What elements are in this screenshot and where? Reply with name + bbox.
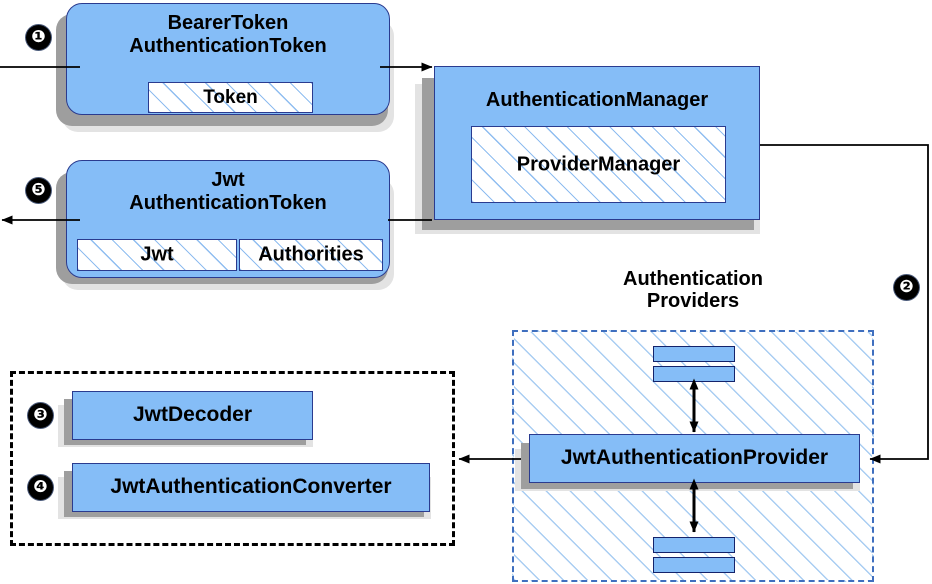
token-subbox[interactable]: Token: [148, 82, 313, 113]
step-badge-2: ❷: [894, 275, 919, 300]
jwt-authentication-converter-label: JwtAuthenticationConverter: [110, 475, 392, 498]
provider-stack-bar-bottom-2: [653, 557, 735, 573]
step-badge-4: ❹: [28, 475, 53, 500]
provider-stack-bar-bottom-1: [653, 537, 735, 553]
step-badge-1: ❶: [26, 25, 51, 50]
jwt-authentication-token-title: Jwt AuthenticationToken: [129, 169, 327, 214]
jwt-authentication-converter-card[interactable]: JwtAuthenticationConverter: [72, 463, 430, 512]
step-badge-3: ❸: [28, 403, 53, 428]
token-subbox-label: Token: [203, 86, 258, 108]
jwt-decoder-label: JwtDecoder: [132, 403, 253, 426]
jwt-subbox-label: Jwt: [140, 243, 174, 266]
jwt-authentication-provider-label: JwtAuthenticationProvider: [560, 446, 829, 469]
bearer-token-title: BearerToken AuthenticationToken: [129, 12, 327, 57]
authorities-subbox[interactable]: Authorities: [239, 239, 383, 271]
jwt-authentication-provider-card[interactable]: JwtAuthenticationProvider: [529, 434, 860, 483]
provider-stack-bar-top-2: [653, 366, 735, 382]
provider-stack-bar-top-1: [653, 346, 735, 362]
jwt-subbox[interactable]: Jwt: [77, 239, 237, 271]
jwt-support-beans-group: [10, 371, 455, 546]
provider-manager-subbox[interactable]: ProviderManager: [471, 126, 726, 203]
step-badge-5: ❺: [26, 178, 51, 203]
jwt-decoder-card[interactable]: JwtDecoder: [72, 391, 313, 440]
authentication-providers-label: Authentication Providers: [623, 268, 763, 313]
authorities-subbox-label: Authorities: [258, 243, 364, 266]
authentication-manager-title: AuthenticationManager: [485, 89, 709, 111]
bearer-token-card[interactable]: BearerToken AuthenticationToken Token: [66, 3, 390, 115]
authentication-manager-card[interactable]: AuthenticationManager ProviderManager: [434, 66, 760, 220]
jwt-authentication-token-card[interactable]: Jwt AuthenticationToken Jwt Authorities: [66, 160, 390, 278]
provider-manager-subbox-label: ProviderManager: [516, 153, 681, 175]
